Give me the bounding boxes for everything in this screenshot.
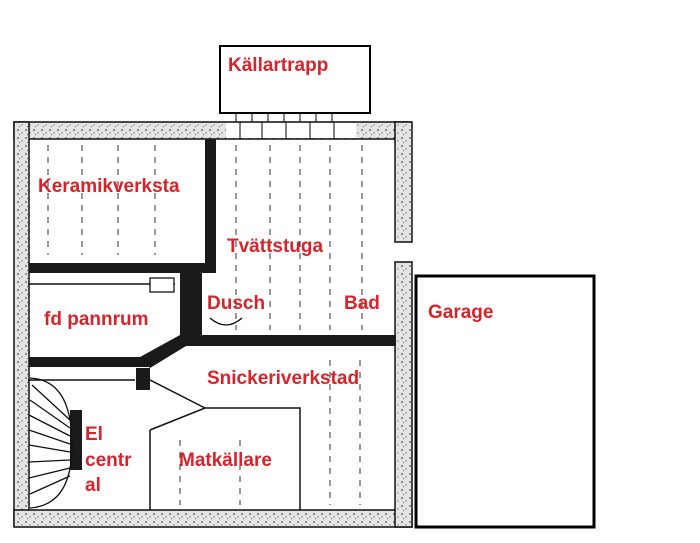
stair-box-outline	[219, 45, 371, 114]
label-bath: Bad	[344, 293, 380, 314]
label-stairs-out: Källartrapp	[228, 55, 329, 76]
label-workshop: Snickeriverkstad	[207, 368, 360, 389]
top-wall-opening	[226, 123, 356, 138]
garage-outline	[414, 274, 596, 529]
shower-arc	[209, 317, 243, 326]
stair-tread-marks	[235, 113, 333, 122]
dashed-hints	[47, 145, 363, 505]
opening-ticks	[239, 122, 335, 139]
label-shower: Dusch	[207, 293, 266, 314]
sink-fixture	[149, 277, 175, 293]
interior-walls	[29, 139, 396, 470]
label-pantry: Matkällare	[179, 450, 272, 471]
spiral-stair	[28, 377, 73, 509]
label-ceramics: Keramikverksta	[38, 176, 180, 197]
label-electric: El centr al	[85, 424, 132, 497]
label-garage: Garage	[428, 302, 494, 323]
label-laundry: Tvättstuga	[227, 236, 324, 257]
label-old-boiler: fd pannrum	[44, 309, 149, 330]
